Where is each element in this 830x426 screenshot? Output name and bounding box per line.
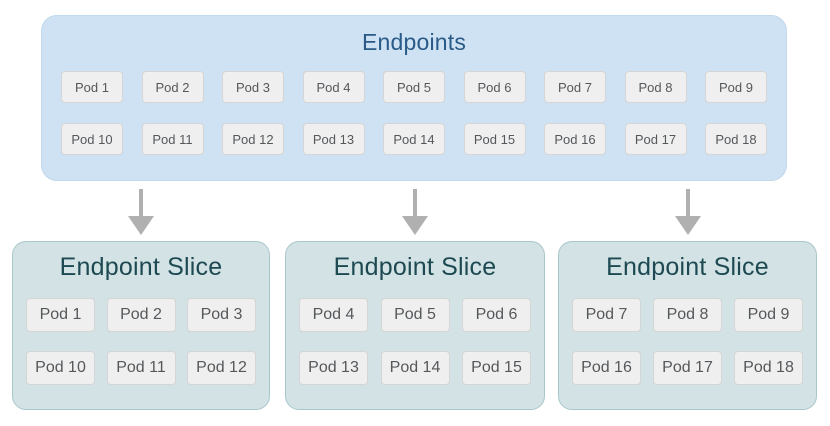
endpoint-slice-title: Endpoint Slice [59, 253, 223, 281]
pod-box: Pod 13 [302, 123, 365, 155]
endpoint-slice-box-2: Endpoint Slice Pod 4 Pod 5 Pod 6 Pod 13 … [285, 241, 545, 410]
endpoint-slice-box-1: Endpoint Slice Pod 1 Pod 2 Pod 3 Pod 10 … [12, 241, 270, 410]
pod-box: Pod 11 [106, 351, 176, 385]
pod-box: Pod 7 [572, 298, 641, 332]
pod-box: Pod 15 [462, 351, 531, 385]
slice-pod-row-2: Pod 13 Pod 14 Pod 15 [299, 351, 531, 385]
endpoints-pod-row-1: Pod 1 Pod 2 Pod 3 Pod 4 Pod 5 Pod 6 Pod … [61, 71, 767, 103]
pod-box: Pod 17 [624, 123, 687, 155]
pod-box: Pod 16 [544, 123, 606, 155]
pod-box: Pod 8 [653, 298, 722, 332]
pod-box: Pod 6 [463, 71, 526, 103]
pod-box: Pod 15 [463, 123, 526, 155]
pod-box: Pod 3 [222, 71, 284, 103]
pod-box: Pod 1 [61, 71, 123, 103]
pod-box: Pod 6 [462, 298, 531, 332]
pod-box: Pod 13 [299, 351, 368, 385]
pod-box: Pod 14 [380, 351, 450, 385]
arrow-head [402, 216, 428, 235]
pod-box: Pod 3 [187, 298, 256, 332]
pod-box: Pod 12 [222, 123, 284, 155]
endpoint-slice-box-3: Endpoint Slice Pod 7 Pod 8 Pod 9 Pod 16 … [558, 241, 817, 410]
pod-box: Pod 7 [544, 71, 606, 103]
pod-box: Pod 18 [705, 123, 767, 155]
pod-box: Pod 2 [141, 71, 204, 103]
arrow-head [128, 216, 154, 235]
slice-pod-row-1: Pod 4 Pod 5 Pod 6 [299, 298, 531, 332]
down-arrow-icon [675, 189, 701, 235]
pod-box: Pod 5 [380, 298, 450, 332]
pod-box: Pod 2 [106, 298, 176, 332]
pod-box: Pod 4 [299, 298, 368, 332]
pod-box: Pod 16 [572, 351, 641, 385]
slice-pod-row-2: Pod 16 Pod 17 Pod 18 [572, 351, 803, 385]
endpoint-slice-title: Endpoint Slice [333, 253, 497, 281]
slice-pod-row-1: Pod 1 Pod 2 Pod 3 [26, 298, 256, 332]
pod-box: Pod 8 [624, 71, 687, 103]
pod-box: Pod 9 [734, 298, 803, 332]
pod-box: Pod 17 [653, 351, 722, 385]
pod-box: Pod 4 [302, 71, 365, 103]
pod-box: Pod 9 [705, 71, 767, 103]
pod-box: Pod 11 [141, 123, 204, 155]
arrow-head [675, 216, 701, 235]
pod-box: Pod 5 [383, 71, 445, 103]
slice-pod-row-1: Pod 7 Pod 8 Pod 9 [572, 298, 803, 332]
arrow-shaft [139, 189, 143, 216]
endpoint-slice-title: Endpoint Slice [606, 253, 769, 281]
endpoints-box: Endpoints Pod 1 Pod 2 Pod 3 Pod 4 Pod 5 … [41, 15, 787, 181]
pod-box: Pod 1 [26, 298, 95, 332]
pod-box: Pod 12 [187, 351, 256, 385]
slice-pod-row-2: Pod 10 Pod 11 Pod 12 [26, 351, 256, 385]
arrow-shaft [686, 189, 690, 216]
pod-box: Pod 14 [383, 123, 445, 155]
pod-box: Pod 10 [26, 351, 95, 385]
arrow-shaft [413, 189, 417, 216]
pod-box: Pod 18 [734, 351, 803, 385]
down-arrow-icon [128, 189, 154, 235]
endpoints-title: Endpoints [361, 29, 467, 55]
endpoints-pod-row-2: Pod 10 Pod 11 Pod 12 Pod 13 Pod 14 Pod 1… [61, 123, 767, 155]
down-arrow-icon [402, 189, 428, 235]
pod-box: Pod 10 [61, 123, 123, 155]
